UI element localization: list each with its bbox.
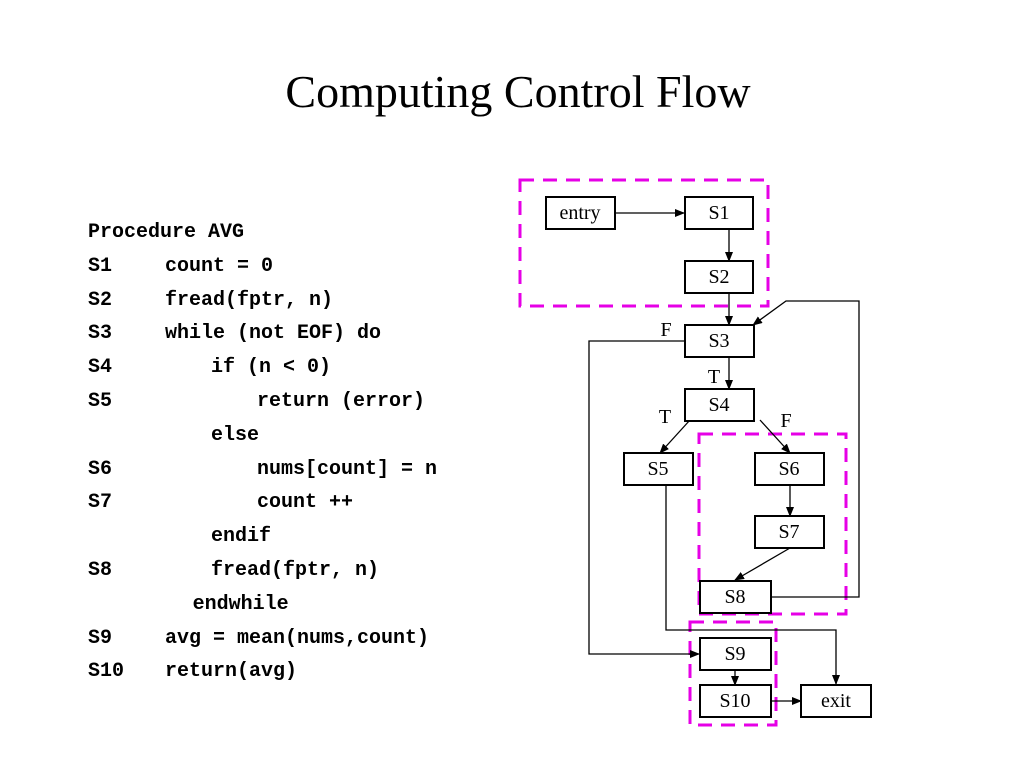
slide-title: Computing Control Flow xyxy=(285,66,751,117)
code-line-statement: endif xyxy=(211,525,272,549)
code-line-statement: count = 0 xyxy=(165,254,274,278)
code-line-statement: avg = mean(nums,count) xyxy=(165,626,430,650)
node-s7-label: S7 xyxy=(778,521,799,543)
node-s2-box xyxy=(684,260,754,294)
node-s5-box xyxy=(623,452,694,486)
edge-label-s3-true: T xyxy=(708,366,720,388)
node-s3-label: S3 xyxy=(708,330,729,352)
node-s2-label: S2 xyxy=(708,266,729,288)
code-line-label: S1 xyxy=(88,254,113,278)
code-line-label: S9 xyxy=(88,626,113,650)
node-s9-box xyxy=(699,637,772,671)
edge-s4-s5 xyxy=(659,419,691,454)
code-line-statement: while (not EOF) do xyxy=(165,322,382,346)
node-entry-box xyxy=(545,196,616,230)
code-line-label: S8 xyxy=(88,558,113,582)
node-s1-label: S1 xyxy=(708,202,729,224)
node-s6-label: S6 xyxy=(778,458,799,480)
code-line-statement: else xyxy=(211,423,260,447)
region-entry-block xyxy=(518,178,770,308)
code-line-statement: count ++ xyxy=(257,491,354,515)
code-line-statement: endwhile xyxy=(192,592,289,616)
node-exit-box xyxy=(800,684,872,718)
code-line-label: S10 xyxy=(88,660,125,684)
code-line-statement: fread(fptr, n) xyxy=(165,288,334,312)
node-s7-box xyxy=(754,515,825,549)
code-line-label: S4 xyxy=(88,356,113,380)
node-s3-box xyxy=(684,324,755,358)
node-s5-label: S5 xyxy=(647,458,668,480)
code-line-label: S3 xyxy=(88,322,113,346)
node-s9-label: S9 xyxy=(724,643,745,665)
code-line-statement: if (n < 0) xyxy=(211,356,332,380)
code-line-statement: fread(fptr, n) xyxy=(211,558,380,582)
node-s8-label: S8 xyxy=(724,586,745,608)
node-s1-box xyxy=(684,196,754,230)
code-line-statement: return (error) xyxy=(257,389,426,413)
edge-s7-s8 xyxy=(734,547,791,581)
code-line-label: S6 xyxy=(88,457,113,481)
edge-s5-exit xyxy=(665,485,840,685)
node-s6-box xyxy=(754,452,825,486)
code-line-label: Procedure AVG xyxy=(88,221,245,244)
node-exit-label: exit xyxy=(821,690,851,712)
node-s10-box xyxy=(699,684,772,718)
region-exit-block xyxy=(688,620,778,727)
code-line-label: S2 xyxy=(88,288,113,312)
node-entry-label: entry xyxy=(559,202,600,224)
edge-s8-s3-backedge xyxy=(752,300,860,598)
code-line-statement: return(avg) xyxy=(165,660,298,684)
code-line-label: S7 xyxy=(88,491,113,515)
node-s10-label: S10 xyxy=(719,690,750,712)
edge-s4-s6 xyxy=(759,419,791,454)
code-line-label: S5 xyxy=(88,389,113,413)
code-line-statement: nums[count] = n xyxy=(257,457,438,481)
node-s4-label: S4 xyxy=(708,394,729,416)
edge-label-s3-false: F xyxy=(660,319,671,341)
node-s4-box xyxy=(684,388,755,422)
edge-label-s4-false: F xyxy=(780,410,791,432)
edge-label-s4-true: T xyxy=(659,406,671,428)
node-s8-box xyxy=(699,580,772,614)
edge-s3-s9-false xyxy=(588,340,700,658)
